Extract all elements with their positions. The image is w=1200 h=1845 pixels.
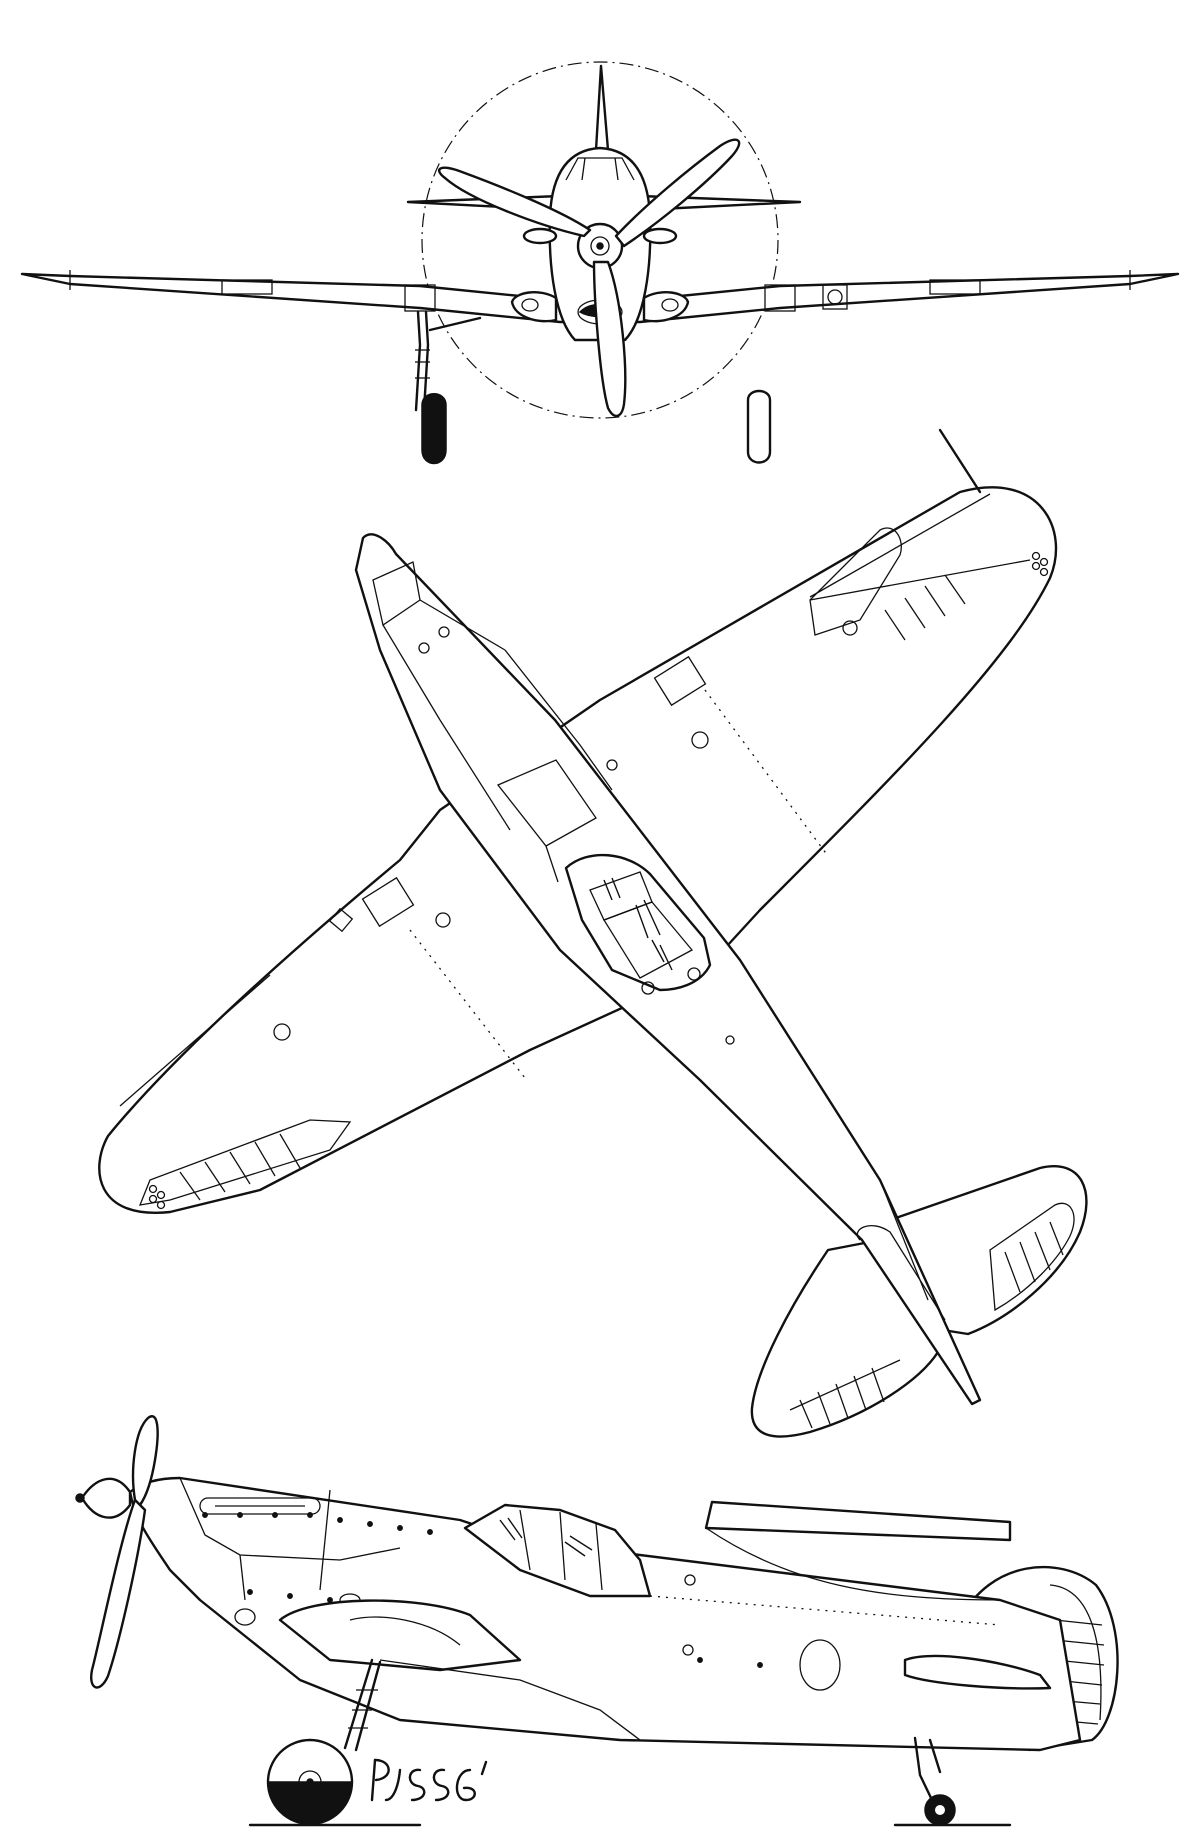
side-propeller-blade-lower bbox=[90, 1498, 147, 1689]
side-view bbox=[75, 1415, 1119, 1827]
propeller-disc bbox=[421, 61, 779, 419]
front-left-wheel bbox=[421, 393, 447, 465]
side-canopy bbox=[463, 1503, 652, 1598]
side-tailplane bbox=[903, 1654, 1052, 1690]
front-propeller-blade-left bbox=[438, 166, 592, 238]
front-propeller-blade-bottom bbox=[592, 260, 627, 417]
plan-canopy bbox=[564, 853, 712, 992]
front-right-wheel-outline bbox=[746, 389, 772, 464]
plan-view bbox=[98, 428, 1088, 1438]
plan-tailplane-right bbox=[888, 1165, 1088, 1336]
side-spinner bbox=[80, 1477, 132, 1519]
plan-tailplane-left bbox=[750, 1238, 940, 1438]
front-wing bbox=[20, 272, 1180, 324]
signature-mark bbox=[370, 1758, 488, 1802]
front-view bbox=[20, 61, 1180, 465]
front-fin bbox=[594, 64, 610, 152]
front-propeller-blade-right bbox=[614, 138, 741, 248]
side-propeller-blade-upper bbox=[131, 1415, 159, 1507]
